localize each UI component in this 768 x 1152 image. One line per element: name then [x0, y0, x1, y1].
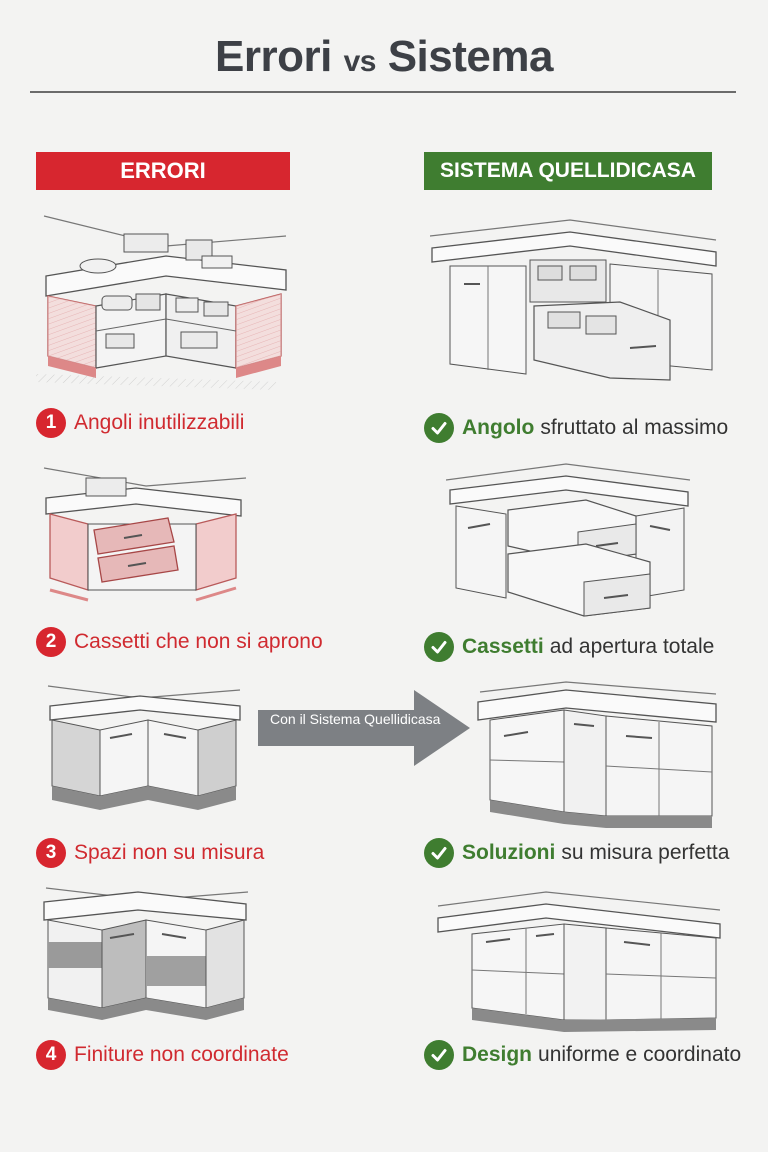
error-illustration-2 — [43, 467, 247, 602]
solution-keyword: Soluzioni — [462, 841, 556, 864]
number-badge: 3 — [36, 838, 66, 868]
solution-item-2: Cassetti ad apertura totale — [424, 632, 714, 662]
solution-illustration-1 — [430, 219, 717, 381]
error-illustration-3 — [47, 685, 241, 810]
solution-text: uniforme e coordinato — [538, 1043, 742, 1066]
title-left: Errori — [215, 32, 332, 81]
solution-text: sfruttato al massimo — [540, 416, 729, 439]
solution-illustration-3 — [477, 681, 717, 828]
error-item-3: 3 Spazi non su misura — [36, 838, 264, 868]
error-item-2: 2 Cassetti che non si aprono — [36, 627, 323, 657]
solution-text: ad apertura totale — [549, 635, 715, 658]
number-badge: 1 — [36, 408, 66, 438]
error-text: Cassetti che non si aprono — [74, 630, 323, 653]
error-item-4: 4 Finiture non coordinate — [36, 1040, 289, 1070]
error-illustration-1 — [36, 215, 287, 390]
title-divider — [30, 91, 736, 93]
error-text: Spazi non su misura — [74, 841, 265, 864]
solution-keyword: Cassetti — [462, 635, 544, 658]
page-title: Errori vs Sistema — [0, 32, 768, 82]
solution-item-4: Design uniforme e coordinato — [424, 1040, 741, 1070]
error-text: Angoli inutilizzabili — [74, 411, 245, 434]
solution-text: su misura perfetta — [561, 841, 730, 864]
arrow-label: Con il Sistema Quellidicasa — [270, 711, 441, 727]
check-circle-icon — [424, 632, 454, 662]
number-badge: 2 — [36, 627, 66, 657]
number-badge: 4 — [36, 1040, 66, 1070]
errors-banner: ERRORI — [36, 152, 290, 190]
arrow-right-icon — [258, 690, 470, 766]
solution-item-3: Soluzioni su misura perfetta — [424, 838, 729, 868]
title-right: Sistema — [387, 32, 554, 81]
solution-illustration-4 — [437, 891, 721, 1032]
error-illustration-4 — [43, 887, 249, 1020]
title-vs: vs — [343, 45, 377, 78]
error-text: Finiture non coordinate — [74, 1043, 289, 1066]
solution-item-1: Angolo sfruttato al massimo — [424, 413, 728, 443]
check-circle-icon — [424, 1040, 454, 1070]
error-item-1: 1 Angoli inutilizzabili — [36, 408, 244, 438]
check-circle-icon — [424, 838, 454, 868]
system-banner: SISTEMA QUELLIDICASA — [424, 152, 712, 190]
solution-keyword: Angolo — [462, 416, 535, 439]
solution-keyword: Design — [462, 1043, 533, 1066]
check-circle-icon — [424, 413, 454, 443]
solution-illustration-2 — [446, 463, 691, 617]
